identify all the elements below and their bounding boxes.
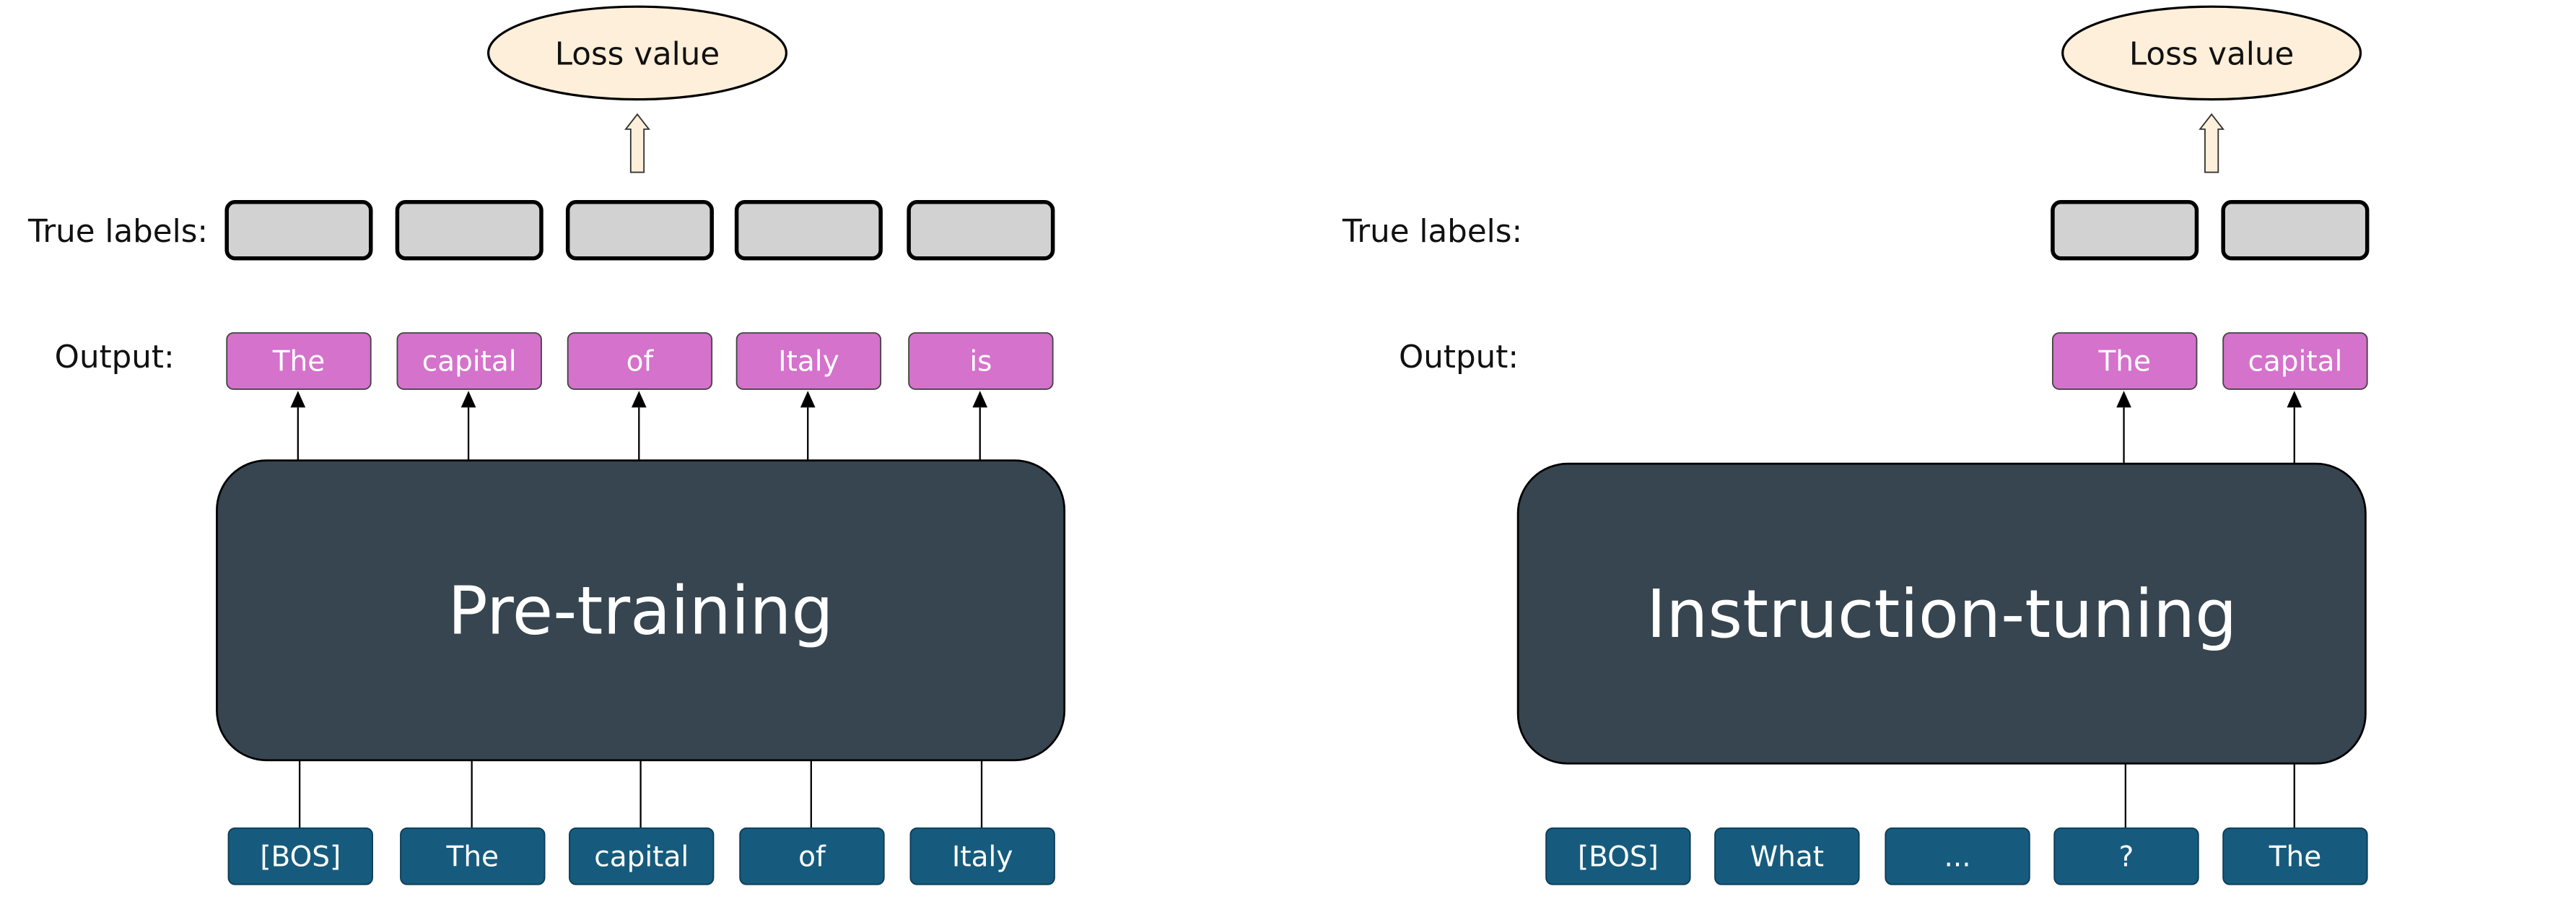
loss-value-label: Loss value <box>2129 36 2294 72</box>
input-token: of <box>739 827 885 885</box>
input-token-box <box>1885 827 2030 885</box>
output-arrowhead <box>460 391 476 408</box>
input-token: [BOS] <box>1545 827 1691 885</box>
output-token-box <box>735 332 882 390</box>
output-arrowhead <box>972 391 988 408</box>
output-token-label: Italy <box>778 346 839 378</box>
true-label-box <box>224 200 373 261</box>
output-token: The <box>2052 332 2198 390</box>
output-token-label: of <box>626 346 655 378</box>
model-block: Instruction-tuning <box>1516 462 2367 765</box>
output-token-label: The <box>272 346 325 378</box>
input-token-box <box>2222 827 2368 885</box>
input-token: capital <box>569 827 715 885</box>
output-token-label: The <box>2097 346 2150 378</box>
input-token-box <box>739 827 885 885</box>
true-label-box <box>2221 200 2370 261</box>
output-token: capital <box>396 332 542 390</box>
output-token: capital <box>2222 332 2368 390</box>
input-token: What <box>1714 827 1860 885</box>
output-token-box <box>2052 332 2198 390</box>
input-token: The <box>2222 827 2368 885</box>
true-labels-label: True labels: <box>1342 214 1522 250</box>
true-label-box <box>734 200 883 261</box>
input-token-box <box>1714 827 1860 885</box>
output-token: Italy <box>735 332 882 390</box>
input-token-label: Italy <box>952 841 1013 874</box>
input-token-box <box>569 827 715 885</box>
output-token-label: capital <box>2248 346 2343 378</box>
loss-value-node: Loss value <box>486 5 788 101</box>
input-token-label: The <box>2269 841 2321 874</box>
input-token-box <box>400 827 546 885</box>
output-token-box <box>2222 332 2368 390</box>
input-token: [BOS] <box>227 827 373 885</box>
input-token: ... <box>1885 827 2030 885</box>
loss-value-label: Loss value <box>555 36 720 72</box>
output-token-box <box>226 332 372 390</box>
output-arrowhead <box>631 391 647 408</box>
model-label: Pre-training <box>447 572 833 649</box>
model-box <box>216 459 1066 762</box>
output-token-label: is <box>969 346 992 378</box>
true-labels-label: True labels: <box>27 214 208 250</box>
up-arrow-icon <box>624 113 650 173</box>
input-token-label: The <box>446 841 499 874</box>
up-arrow-icon <box>2199 113 2225 173</box>
model-block: Pre-training <box>216 459 1066 762</box>
loss-ellipse <box>486 5 788 101</box>
output-label: Output: <box>1399 339 1519 376</box>
model-label: Instruction-tuning <box>1646 576 2237 653</box>
output-arrowhead <box>290 391 306 408</box>
output-arrowhead <box>2287 391 2302 408</box>
input-token-box <box>2053 827 2199 885</box>
true-label-box <box>2051 200 2199 261</box>
output-arrowhead <box>800 391 816 408</box>
input-token-label: of <box>798 841 826 874</box>
loss-value-node: Loss value <box>2061 5 2362 101</box>
input-token-box <box>227 827 373 885</box>
input-token: Italy <box>909 827 1055 885</box>
input-token: ? <box>2053 827 2199 885</box>
output-token-box <box>396 332 542 390</box>
output-arrowhead <box>2116 391 2131 408</box>
input-token-box <box>1545 827 1691 885</box>
input-token-label: ? <box>2119 841 2134 874</box>
true-label-box <box>565 200 714 261</box>
true-label-box <box>907 200 1055 261</box>
output-token-box <box>567 332 713 390</box>
output-token: is <box>908 332 1054 390</box>
input-token-label: What <box>1750 841 1824 874</box>
output-token: The <box>226 332 372 390</box>
input-token-box <box>909 827 1055 885</box>
output-token: of <box>567 332 713 390</box>
input-token: The <box>400 827 546 885</box>
true-label-box <box>395 200 543 261</box>
input-token-label: ... <box>1944 841 1970 874</box>
output-label: Output: <box>55 339 175 376</box>
input-token-label: capital <box>594 841 689 874</box>
model-box <box>1516 462 2367 765</box>
output-token-label: capital <box>422 346 517 378</box>
input-token-label: [BOS] <box>260 841 341 874</box>
loss-ellipse <box>2061 5 2362 101</box>
output-token-box <box>908 332 1054 390</box>
input-token-label: [BOS] <box>1578 841 1659 874</box>
